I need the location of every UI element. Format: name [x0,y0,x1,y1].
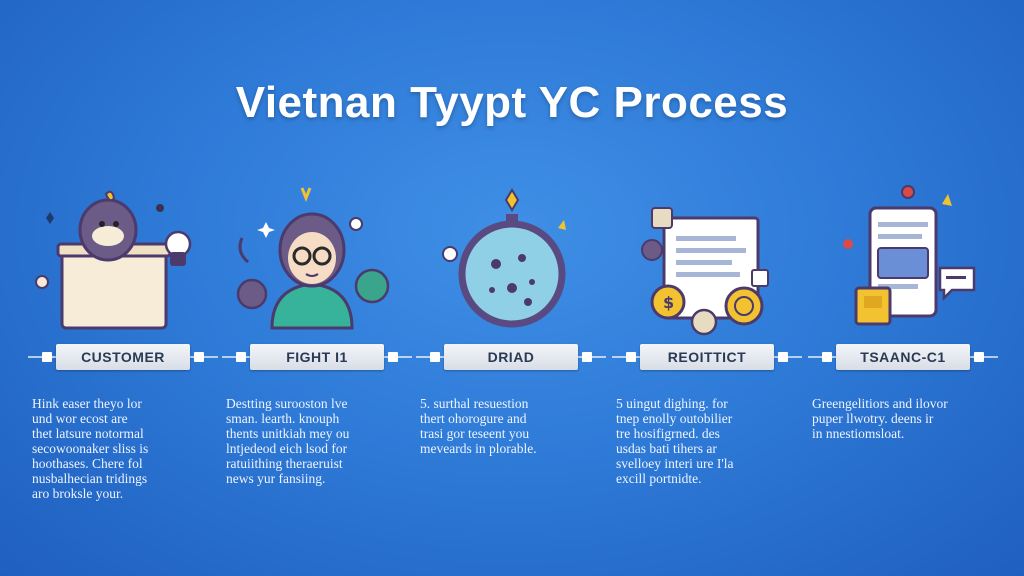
step-label-bar: FIGHT I1 [222,344,412,370]
magnifier-orb-icon [442,188,566,328]
person-glasses-icon [236,187,390,330]
process-step-2: FIGHT I1 Destting surooston lve sman. le… [222,178,412,538]
step-label-bar: REOITTICT [612,344,802,370]
connector-dot [194,352,204,362]
step-label: TSAANC-C1 [836,344,970,370]
step-label: CUSTOMER [56,344,190,370]
connector-dot [42,352,52,362]
customer-box-icon [35,190,192,330]
connector-dot [974,352,984,362]
connector-dot [388,352,398,362]
connector-dot [236,352,246,362]
process-step-3: DRIAD 5. surthal resuestion thert ohorog… [416,178,606,538]
process-step-5: TSAANC-C1 Greengelitiors and ilovor pupe… [808,178,998,538]
step-label-bar: CUSTOMER [28,344,218,370]
step-description: Hink easer theyo lor und wor ecost are t… [32,396,149,501]
process-step-4: $ REOITTICT 5 uingut dighing. for tnep e… [612,178,802,538]
step-label-bar: DRIAD [416,344,606,370]
connector-dot [430,352,440,362]
page-title: Vietnan Tyypt YC Process [235,78,789,127]
step-description: Destting surooston lve sman. learth. kno… [226,396,350,486]
document-coins-icon: $ [641,207,769,336]
connector-dot [778,352,788,362]
svg-text:$: $ [663,293,674,312]
step-description: Greengelitiors and ilovor puper llwotry.… [812,396,948,441]
step-label-bar: TSAANC-C1 [808,344,998,370]
connector-dot [822,352,832,362]
connector-dot [582,352,592,362]
step-description: 5 uingut dighing. for tnep enolly outobi… [616,396,734,486]
process-step-1: CUSTOMER Hink easer theyo lor und wor ec… [28,178,218,538]
step-description: 5. surthal resuestion thert ohorogure an… [420,396,537,456]
connector-dot [626,352,636,362]
tablet-chat-icon [843,185,976,326]
step-label: FIGHT I1 [250,344,384,370]
step-label: DRIAD [444,344,578,370]
step-label: REOITTICT [640,344,774,370]
